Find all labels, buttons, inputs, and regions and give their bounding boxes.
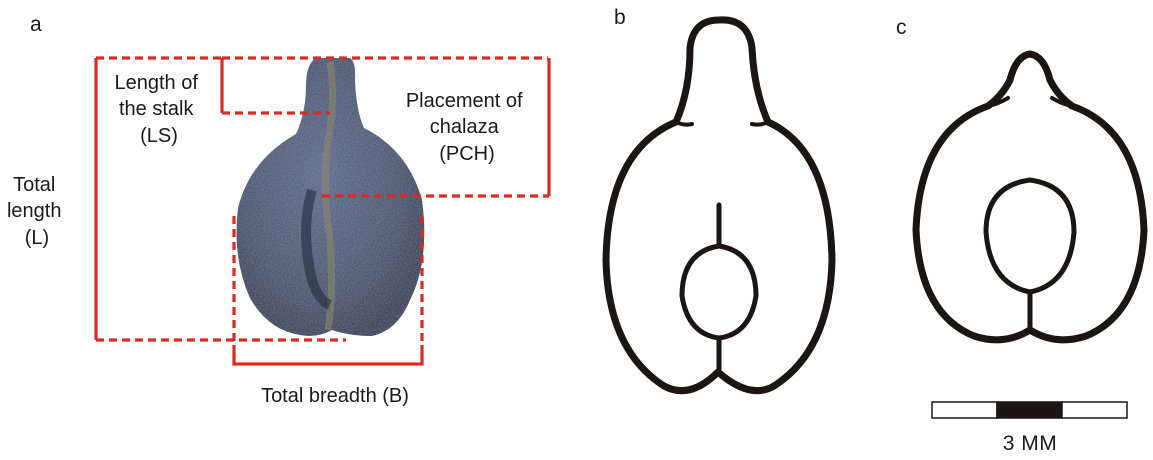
scale-bar: 3 MM: [932, 402, 1127, 455]
scale-bar-label: 3 MM: [1003, 432, 1058, 455]
seed-b-shoulder-right: [752, 122, 768, 125]
breadth-label: Total breadth (B): [261, 385, 409, 407]
scale-bar-segment-2: [997, 402, 1062, 418]
chalaza-label: Placement of chalaza (PCH): [406, 90, 528, 165]
scale-bar-segment-3: [1062, 402, 1127, 418]
panel-c-label: c: [896, 16, 907, 39]
seed-photo: [237, 58, 425, 336]
panel-a-label: a: [30, 13, 42, 36]
seed-b-shoulder-left: [676, 122, 692, 125]
scale-bar-segment-1: [932, 402, 997, 418]
seed-outline-c: [916, 54, 1144, 340]
stalk-label: Length of the stalk (LS): [115, 72, 204, 147]
panel-b-label: b: [614, 6, 626, 29]
length-label: Total length (L): [7, 174, 67, 249]
seed-b-chalaza-outline: [682, 246, 756, 338]
panel-b: b: [606, 6, 832, 391]
panel-c: c 3 MM: [896, 16, 1144, 455]
seed-c-chalaza-outline: [986, 180, 1074, 292]
panel-a: a Length of: [7, 13, 549, 407]
seed-outline-b: [606, 20, 832, 391]
breadth-bracket: [234, 345, 422, 364]
